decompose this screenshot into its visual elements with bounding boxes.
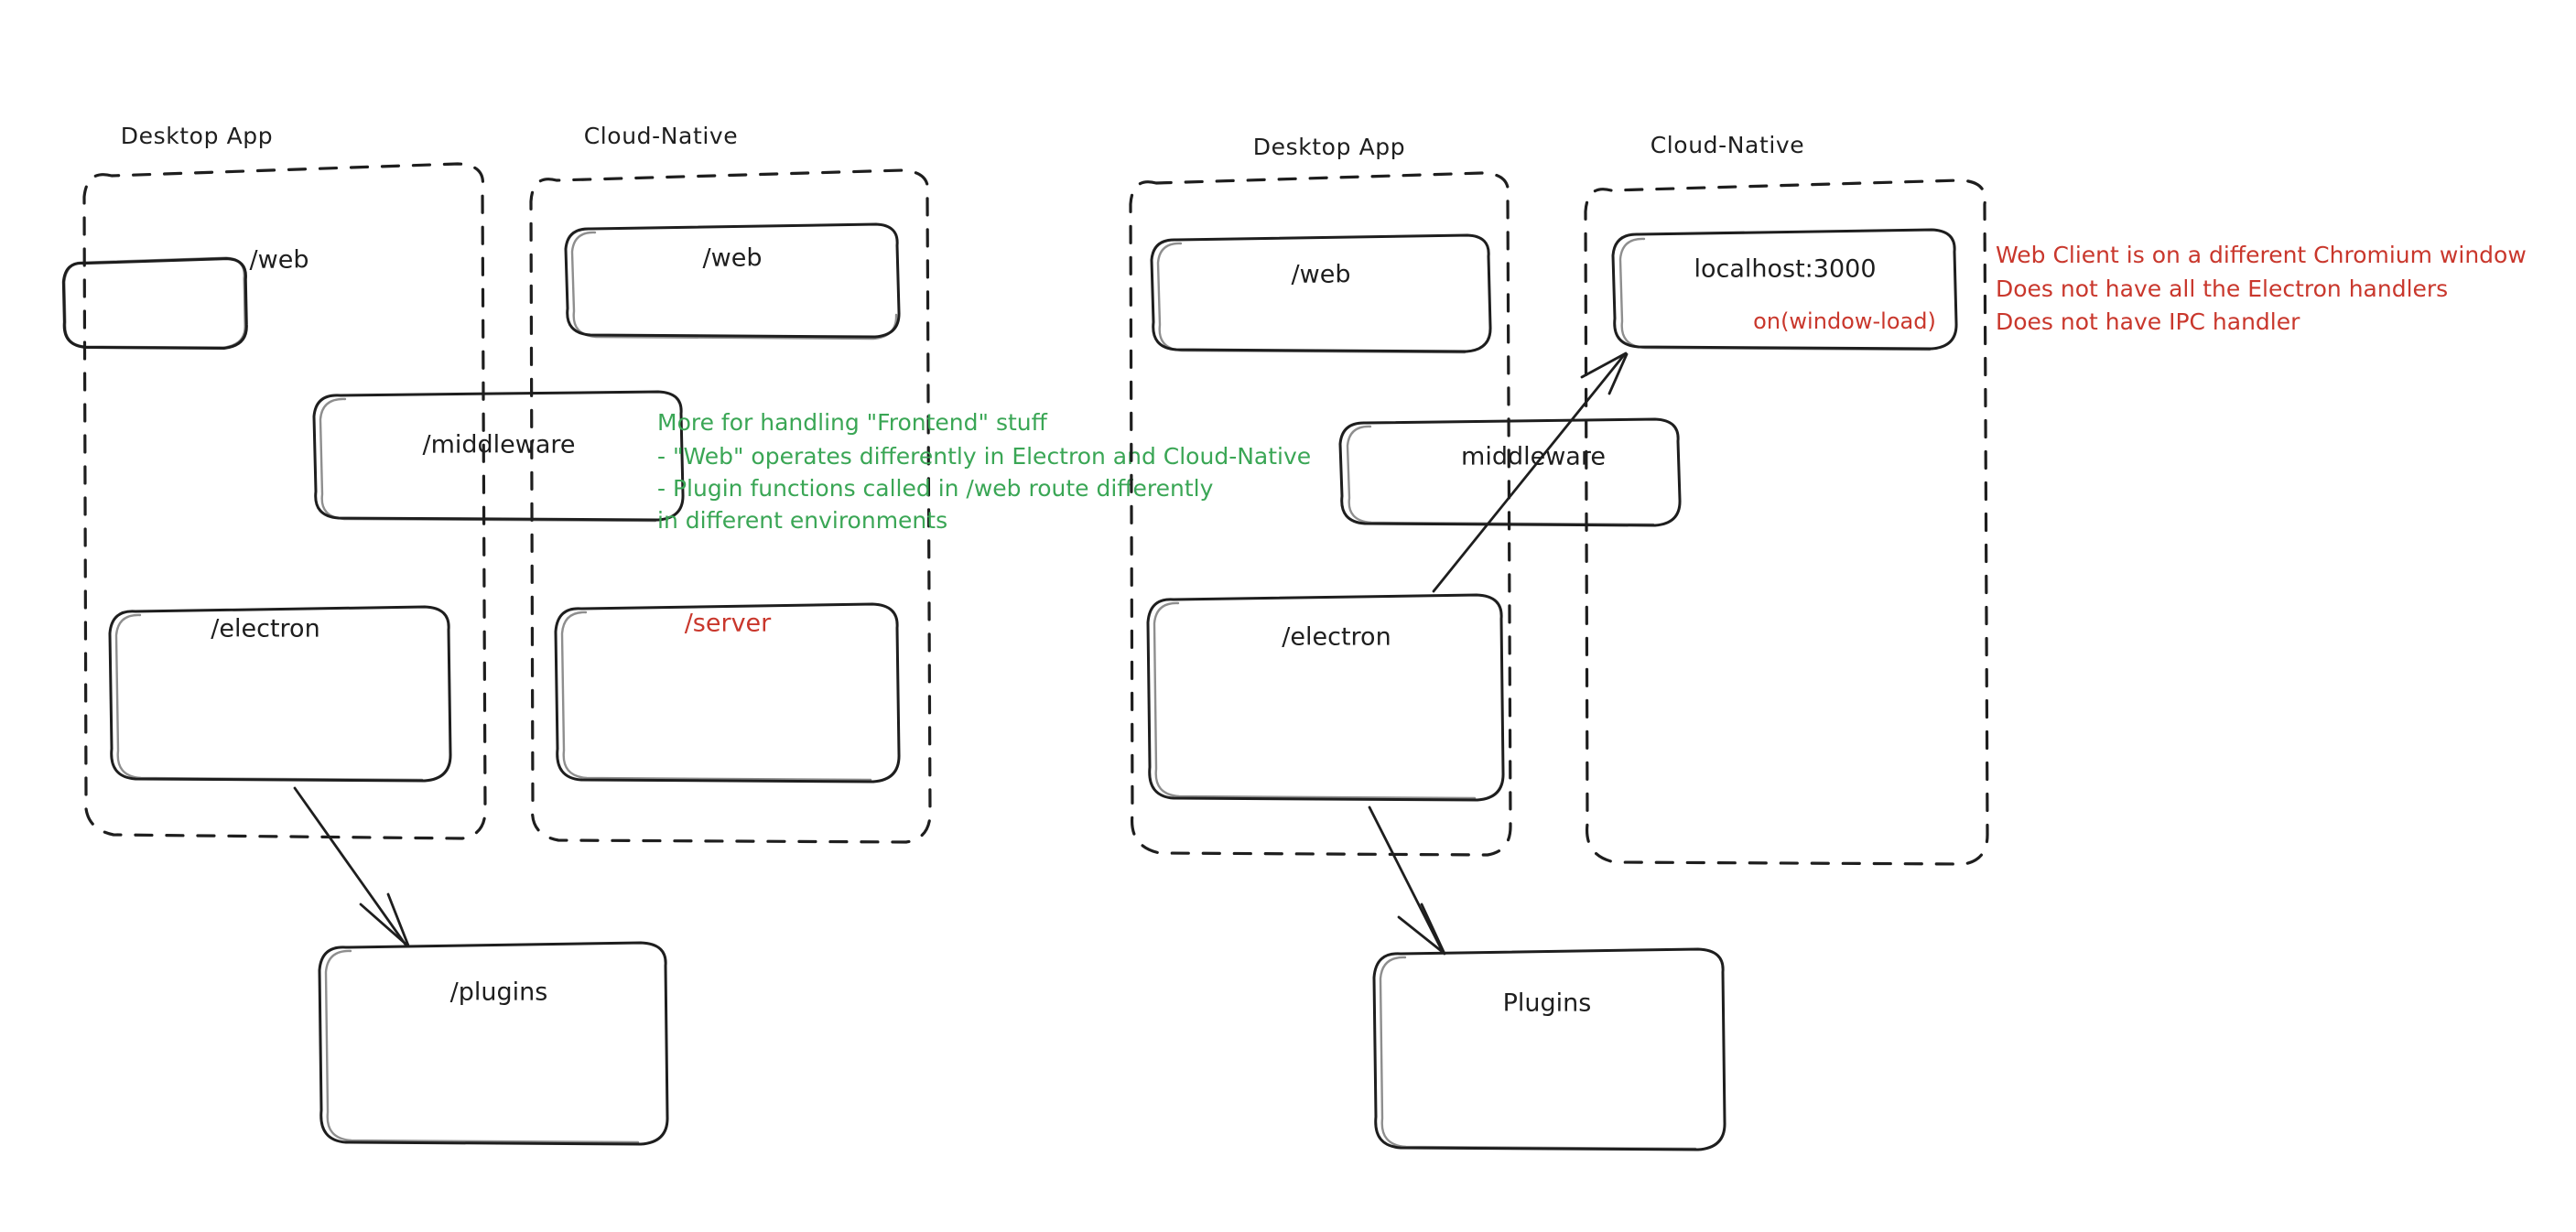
right-note-red-line-2: Does not have all the Electron handlers (1996, 276, 2448, 302)
left-arrow-electron-to-plugins (293, 786, 410, 947)
right-arrow-electron-to-plugins (1368, 805, 1446, 956)
left-desktop-app-container (82, 162, 487, 840)
right-box-electron: /electron (1146, 593, 1505, 802)
right-group-label-cloud-native: Cloud-Native (1651, 132, 1805, 158)
left-box-web-cloud: /web (564, 222, 901, 340)
left-cloud-native-container (529, 168, 932, 844)
left-note-green: More for handling "Frontend" stuff - "We… (657, 409, 1311, 534)
left-box-label-middleware: /middleware (422, 431, 575, 459)
left-box-label-web-cloud: /web (703, 244, 763, 273)
right-box-sublabel-on-window-load: on(window-load) (1753, 308, 1936, 334)
left-box-label-web-desktop: /web (250, 246, 309, 275)
right-box-label-plugins: Plugins (1503, 989, 1592, 1018)
left-box-electron: /electron (108, 605, 452, 783)
left-box-label-server: /server (685, 610, 772, 638)
right-note-red-line-1: Web Client is on a different Chromium wi… (1996, 242, 2527, 268)
left-note-green-line-4: in different environments (657, 507, 947, 534)
left-box-server: /server (554, 602, 901, 784)
left-box-web-desktop: /web (61, 246, 309, 350)
right-note-red: Web Client is on a different Chromium wi… (1996, 242, 2527, 335)
left-box-label-plugins: /plugins (450, 978, 548, 1007)
left-box-middleware: /middleware (312, 390, 685, 523)
right-cloud-native-container (1584, 178, 1989, 866)
right-group-label-desktop-app: Desktop App (1253, 134, 1406, 160)
right-desktop-app-container (1129, 171, 1512, 857)
left-note-green-line-2: - "Web" operates differently in Electron… (657, 443, 1311, 470)
left-group-label-desktop-app: Desktop App (121, 123, 274, 149)
right-arrow-electron-to-localhost (1432, 351, 1629, 593)
right-box-web: /web (1150, 233, 1492, 354)
right-box-label-localhost: localhost:3000 (1694, 255, 1876, 284)
right-box-localhost: localhost:3000 on(window-load) (1611, 228, 1958, 351)
right-box-plugins: Plugins (1372, 947, 1726, 1151)
left-box-plugins: /plugins (318, 941, 669, 1146)
right-note-red-line-3: Does not have IPC handler (1996, 308, 2300, 335)
left-note-green-line-3: - Plugin functions called in /web route … (657, 475, 1214, 502)
left-box-label-electron: /electron (211, 615, 319, 643)
right-box-label-web: /web (1292, 261, 1351, 289)
left-group-label-cloud-native: Cloud-Native (584, 123, 739, 149)
right-box-label-electron: /electron (1282, 623, 1391, 652)
left-note-green-line-1: More for handling "Frontend" stuff (657, 409, 1048, 436)
